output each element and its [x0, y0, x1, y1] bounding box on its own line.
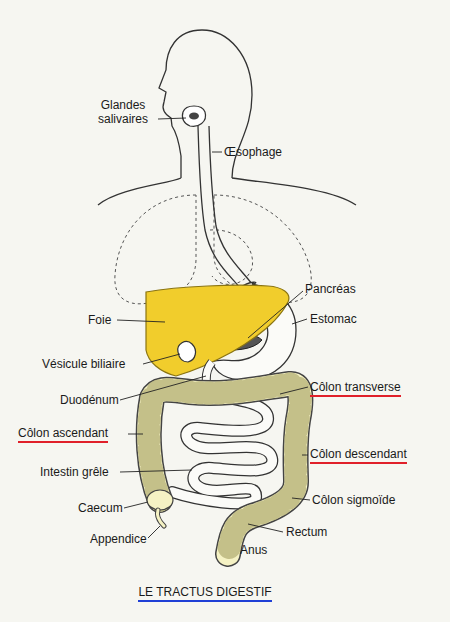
part-label: Côlon ascendant: [18, 426, 108, 443]
part-label: Œsophage: [224, 145, 282, 159]
part-label: Côlon descendant: [310, 447, 407, 464]
salivary-gland: [182, 106, 205, 126]
liver: [146, 285, 289, 376]
appendix-fill: [157, 510, 164, 526]
caption-box: LE TRACTUS DIGESTIF: [0, 582, 410, 602]
part-label: Côlon transverse: [310, 380, 401, 397]
part-label: Anus: [240, 543, 267, 557]
part-label: Foie: [88, 313, 111, 327]
leader-lines: [117, 118, 310, 538]
part-label: Côlon sigmoïde: [312, 493, 395, 507]
part-label: Pancréas: [305, 282, 356, 296]
part-label: Duodénum: [60, 393, 119, 407]
part-label: Caecum: [78, 501, 123, 515]
caecum: [147, 490, 173, 510]
part-label: Vésicule biliaire: [42, 357, 125, 371]
part-label: Rectum: [286, 525, 327, 539]
small-intestine: [172, 396, 272, 504]
part-label: Intestin grêle: [40, 465, 109, 479]
gallbladder: [178, 342, 196, 362]
colon: [149, 384, 301, 554]
part-label: Glandes salivaires: [88, 98, 158, 126]
part-label: Estomac: [310, 312, 357, 326]
part-label: Appendice: [90, 532, 147, 546]
appendix: [157, 510, 164, 526]
caption: LE TRACTUS DIGESTIF: [138, 585, 271, 602]
